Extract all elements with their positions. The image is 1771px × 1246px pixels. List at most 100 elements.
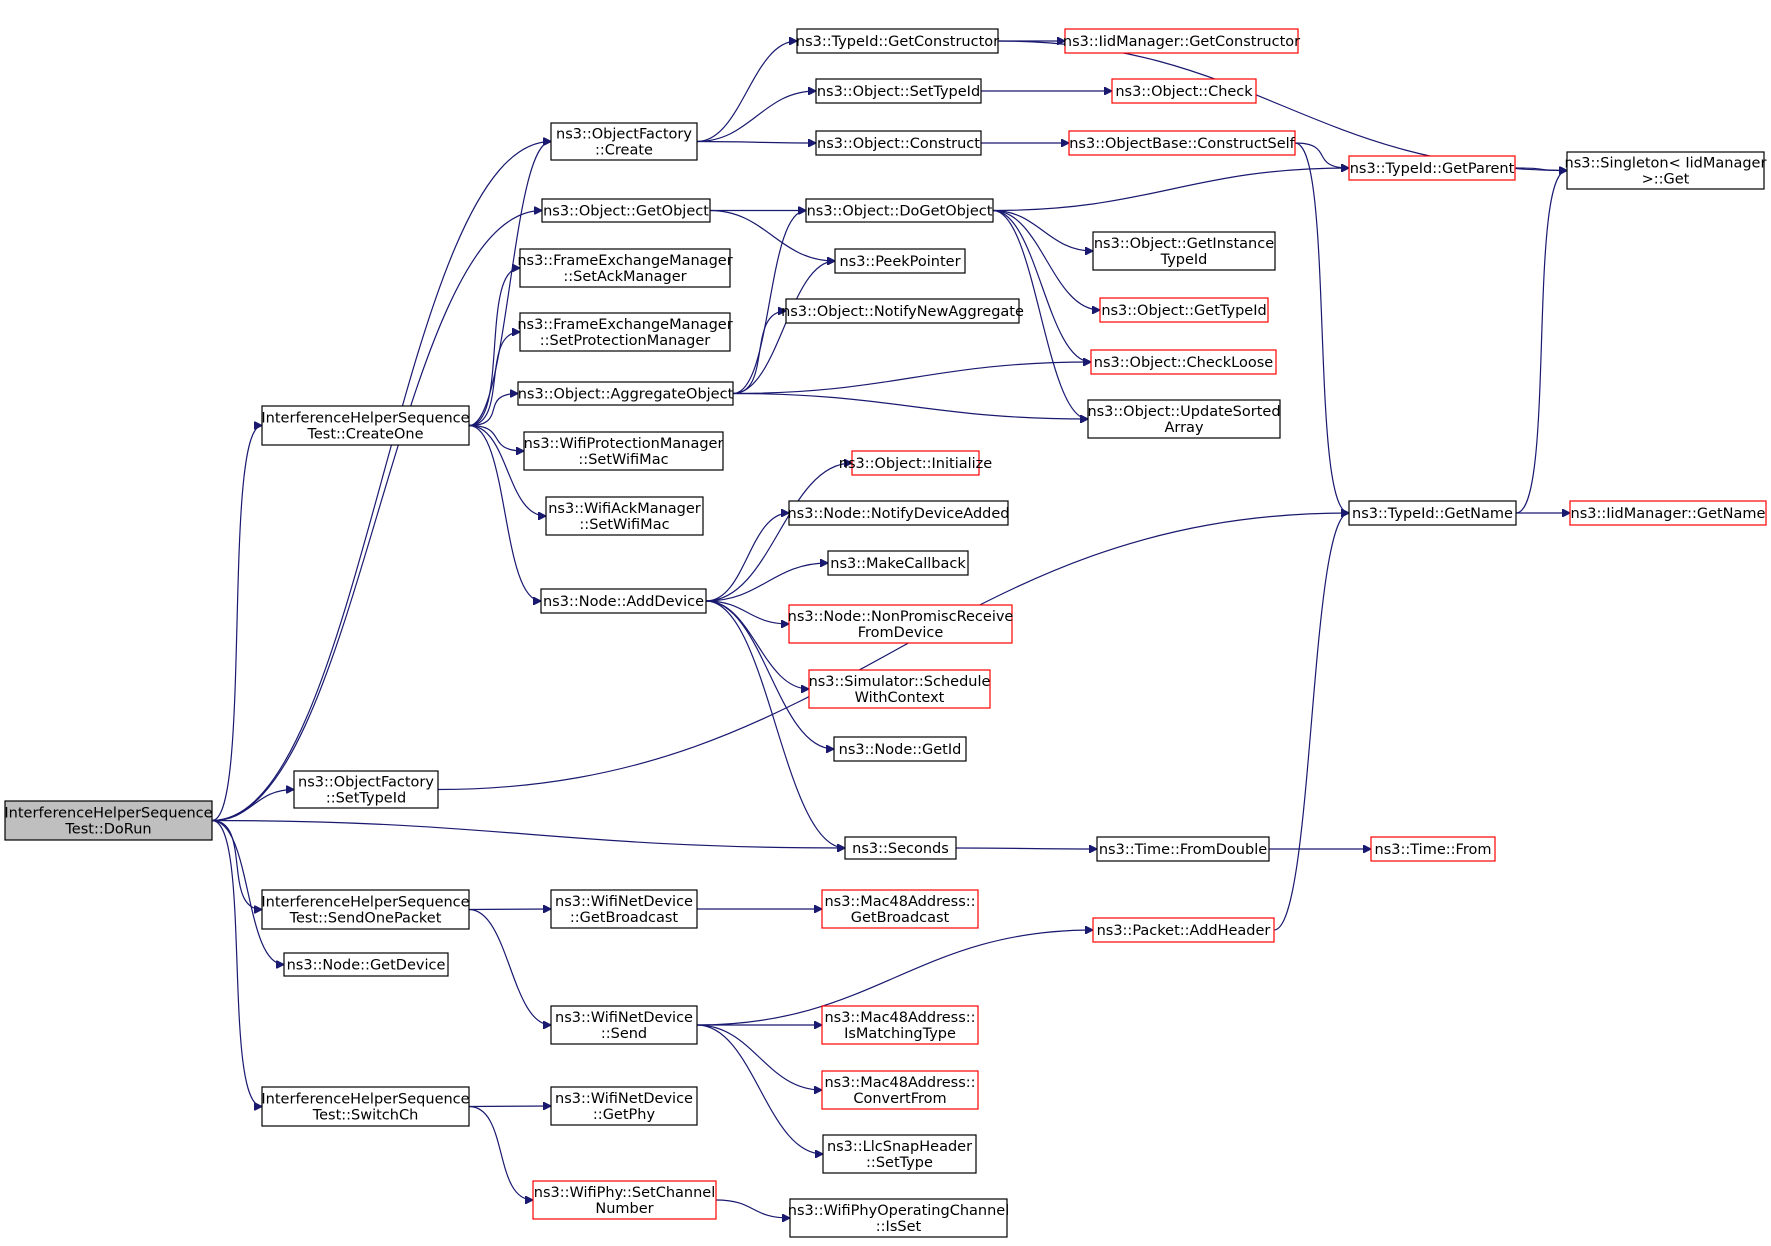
node-llcsettype[interactable]: ns3::LlcSnapHeader::SetType (822, 1134, 977, 1174)
node-notifydeviceadded[interactable]: ns3::Node::NotifyDeviceAdded (787, 500, 1010, 526)
node-objgettypeid[interactable]: ns3::Object::GetTypeId (1099, 297, 1269, 323)
node-box (1370, 836, 1496, 862)
node-opchannelisset[interactable]: ns3::WifiPhyOperatingChannel::IsSet (788, 1198, 1009, 1238)
node-objconstruct[interactable]: ns3::Object::Construct (815, 130, 982, 156)
node-box (1348, 155, 1516, 181)
edge-createone-to-fem_setack (468, 268, 520, 427)
node-constructself[interactable]: ns3::ObjectBase::ConstructSelf (1068, 130, 1296, 156)
node-dogetobject[interactable]: ns3::Object::DoGetObject (805, 198, 994, 223)
node-box (519, 248, 731, 288)
edge-aggregate-to-notifynewaggregate (732, 311, 786, 395)
node-seconds[interactable]: ns3::Seconds (844, 836, 957, 860)
node-adddevice[interactable]: ns3::Node::AddDevice (540, 588, 707, 614)
node-wam_setmac[interactable]: ns3::WifiAckManager::SetWifiMac (545, 496, 704, 536)
node-label: ns3::Node::NotifyDeviceAdded (787, 506, 1009, 522)
node-label: ns3::Node::GetDevice (287, 958, 446, 974)
node-getparent[interactable]: ns3::TypeId::GetParent (1348, 155, 1516, 181)
node-box (1090, 349, 1277, 375)
node-box (815, 130, 982, 156)
node-createone[interactable]: InterferenceHelperSequenceTest::CreateOn… (261, 405, 470, 446)
node-fromdouble[interactable]: ns3::Time::FromDouble (1096, 836, 1270, 862)
node-label: ns3::MakeCallback (830, 556, 966, 572)
edge-adddevice-to-initialize (705, 463, 852, 602)
node-makecallback[interactable]: ns3::MakeCallback (827, 550, 969, 576)
node-label: GetBroadcast (851, 910, 950, 926)
node-checkloose[interactable]: ns3::Object::CheckLoose (1090, 349, 1277, 375)
node-iidgetconstructor[interactable]: ns3::IidManager::GetConstructor (1063, 28, 1300, 54)
node-label: ns3::Object::SetTypeId (817, 84, 980, 100)
node-label: IsMatchingType (844, 1026, 956, 1042)
node-label: ns3::IidManager::GetConstructor (1063, 34, 1300, 50)
node-getobject[interactable]: ns3::Object::GetObject (541, 198, 711, 223)
node-box (1092, 231, 1276, 271)
edge-dogetobject-to-getinstancetypeid (992, 209, 1093, 252)
edge-dorun-to-settypeid_of (211, 790, 294, 822)
node-notifynewaggregate[interactable]: ns3::Object::NotifyNewAggregate (781, 298, 1024, 324)
node-objsettypeid[interactable]: ns3::Object::SetTypeId (815, 78, 982, 104)
edge-constructself-to-typeidgetname (1294, 142, 1349, 513)
node-label: WithContext (855, 690, 945, 706)
node-wpm_setmac[interactable]: ns3::WifiProtectionManager::SetWifiMac (523, 431, 724, 471)
node-fem_setprot[interactable]: ns3::FrameExchangeManager::SetProtection… (517, 312, 733, 352)
node-wnd_send[interactable]: ns3::WifiNetDevice::Send (550, 1005, 698, 1045)
edge-adddevice-to-nonpromisc (705, 600, 789, 624)
node-wnd_getphy[interactable]: ns3::WifiNetDevice::GetPhy (550, 1086, 698, 1126)
node-sendonepacket[interactable]: InterferenceHelperSequenceTest::SendOneP… (261, 889, 470, 930)
node-ismatchingtype[interactable]: ns3::Mac48Address::IsMatchingType (821, 1005, 979, 1045)
node-box (805, 198, 994, 223)
node-singletonget[interactable]: ns3::Singleton< IidManager>::Get (1565, 151, 1767, 190)
node-iidgetname[interactable]: ns3::IidManager::GetName (1569, 500, 1767, 526)
node-ofcreate[interactable]: ns3::ObjectFactory::Create (550, 122, 698, 161)
edge-dogetobject-to-objgettypeid (992, 209, 1100, 311)
node-nodegetdevice[interactable]: ns3::Node::GetDevice (283, 952, 449, 977)
node-wnd_getbroadcast[interactable]: ns3::WifiNetDevice::GetBroadcast (550, 889, 698, 929)
node-peekpointer[interactable]: ns3::PeekPointer (834, 248, 966, 274)
node-mac48_getbroadcast[interactable]: ns3::Mac48Address::GetBroadcast (821, 889, 979, 929)
node-label: ::GetPhy (593, 1107, 656, 1123)
node-box (540, 588, 707, 614)
node-box (851, 450, 980, 476)
edge-dorun-to-createone (211, 426, 262, 822)
edge-dorun-to-nodegetdevice (211, 819, 284, 965)
node-convertfrom[interactable]: ns3::Mac48Address::ConvertFrom (821, 1070, 979, 1110)
node-label: ns3::Object::Check (1115, 84, 1253, 100)
node-fem_setack[interactable]: ns3::FrameExchangeManager::SetAckManager (517, 248, 733, 288)
edge-wnd_send-to-convertfrom (696, 1024, 822, 1090)
edge-createone-to-wam_setmac (468, 424, 546, 517)
node-timefrom[interactable]: ns3::Time::From (1370, 836, 1496, 862)
node-getconstructor[interactable]: ns3::TypeId::GetConstructor (796, 28, 999, 54)
node-label: ::SetProtectionManager (540, 333, 711, 349)
node-label: ns3::Object::CheckLoose (1094, 355, 1273, 371)
node-box (1348, 500, 1517, 526)
node-initialize[interactable]: ns3::Object::Initialize (839, 450, 992, 476)
node-label: ns3::TypeId::GetParent (1350, 161, 1515, 177)
node-label: Test::SendOnePacket (289, 911, 442, 927)
node-label: Test::SwitchCh (312, 1108, 419, 1124)
node-nodegetid[interactable]: ns3::Node::GetId (833, 736, 967, 762)
node-objcheck[interactable]: ns3::Object::Check (1111, 78, 1257, 104)
node-label: ns3::WifiNetDevice (555, 1091, 693, 1107)
edge-seconds-to-fromdouble (955, 848, 1097, 849)
node-label: ns3::Object::GetObject (543, 204, 709, 220)
edge-switchch-to-wnd_getphy (468, 1106, 551, 1107)
node-label: ns3::Time::FromDouble (1099, 842, 1267, 858)
node-settypeid_of[interactable]: ns3::ObjectFactory::SetTypeId (293, 770, 439, 809)
node-label: ns3::Object::GetTypeId (1101, 303, 1266, 319)
node-box (532, 1180, 717, 1220)
node-addheader[interactable]: ns3::Packet::AddHeader (1092, 917, 1275, 943)
node-typeidgetname[interactable]: ns3::TypeId::GetName (1348, 500, 1517, 526)
node-box (1099, 297, 1269, 323)
node-aggregate[interactable]: ns3::Object::AggregateObject (517, 381, 734, 406)
edge-dorun-to-switchch (211, 819, 262, 1107)
node-label: ns3::WifiNetDevice (555, 1010, 693, 1026)
edge-typeidgetname-to-singletonget (1515, 171, 1567, 514)
node-box (1087, 399, 1281, 439)
node-box (283, 952, 449, 977)
